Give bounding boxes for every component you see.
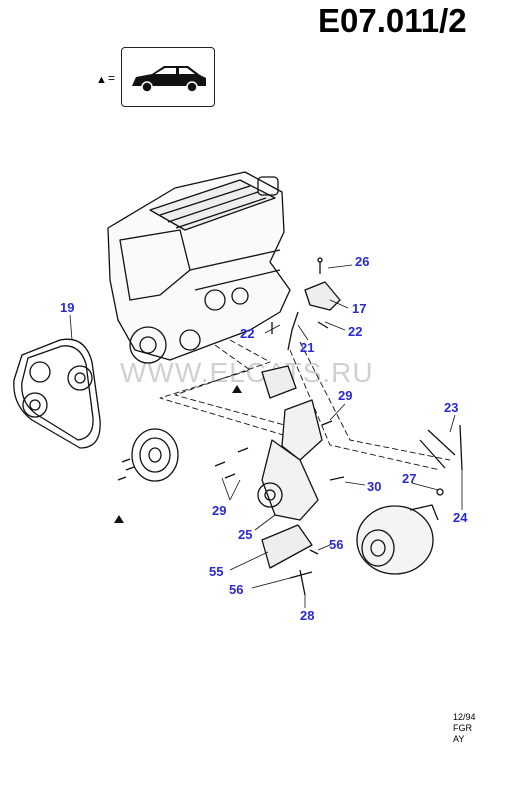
callout-22-right: 22 [348, 324, 363, 339]
legend-triangle-icon: ▲ [96, 74, 107, 86]
car-icon [132, 66, 206, 93]
callout-22-left: 22 [240, 326, 255, 341]
mounting-bracket [257, 365, 345, 521]
lower-bracket [261, 524, 319, 596]
callout-30: 30 [367, 479, 382, 494]
engine-block [107, 171, 291, 364]
drive-belt [13, 338, 101, 449]
callout-25: 25 [238, 527, 253, 542]
pulley [131, 428, 179, 482]
callout-27: 27 [402, 471, 417, 486]
alternator [356, 504, 439, 575]
leader-lines [69, 264, 463, 608]
callout-56-right: 56 [329, 537, 344, 552]
long-bolts [419, 424, 463, 496]
legend-equals: = [108, 71, 116, 85]
callout-55: 55 [209, 564, 224, 579]
callout-26: 26 [355, 254, 370, 269]
callout-29-upper: 29 [338, 388, 353, 403]
callout-23: 23 [444, 400, 459, 415]
callout-56-left: 56 [229, 582, 244, 597]
small-bolts [117, 447, 249, 481]
footer-code-ay: AY [453, 734, 465, 744]
callout-17: 17 [352, 301, 367, 316]
alignment-lines [159, 339, 451, 471]
footer-code: 12/94 FGR AY [453, 712, 476, 745]
callout-21: 21 [300, 340, 315, 355]
top-bracket [271, 257, 341, 351]
diagram-title: E07.011/2 [318, 2, 467, 39]
callout-28: 28 [300, 608, 315, 623]
legend-car-box [121, 47, 215, 107]
variant-markers [114, 385, 242, 523]
callout-24: 24 [453, 510, 468, 525]
watermark-text: WWW.ELCATS.RU [120, 357, 374, 388]
footer-date: 12/94 [453, 712, 476, 722]
callout-19: 19 [60, 300, 75, 315]
footer-region: FGR [453, 723, 472, 733]
callout-29-lower: 29 [212, 503, 227, 518]
